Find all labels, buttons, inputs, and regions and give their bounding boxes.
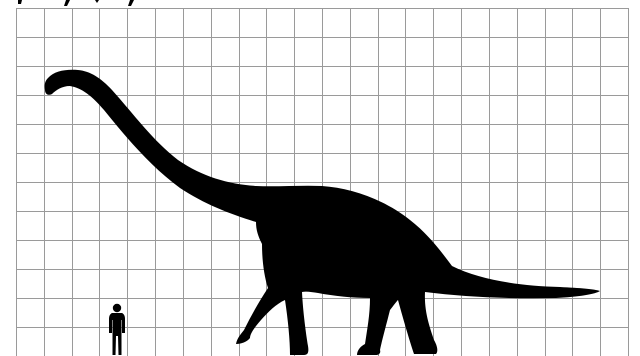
size-comparison-diagram [0, 0, 640, 356]
diagram-background [0, 0, 640, 356]
